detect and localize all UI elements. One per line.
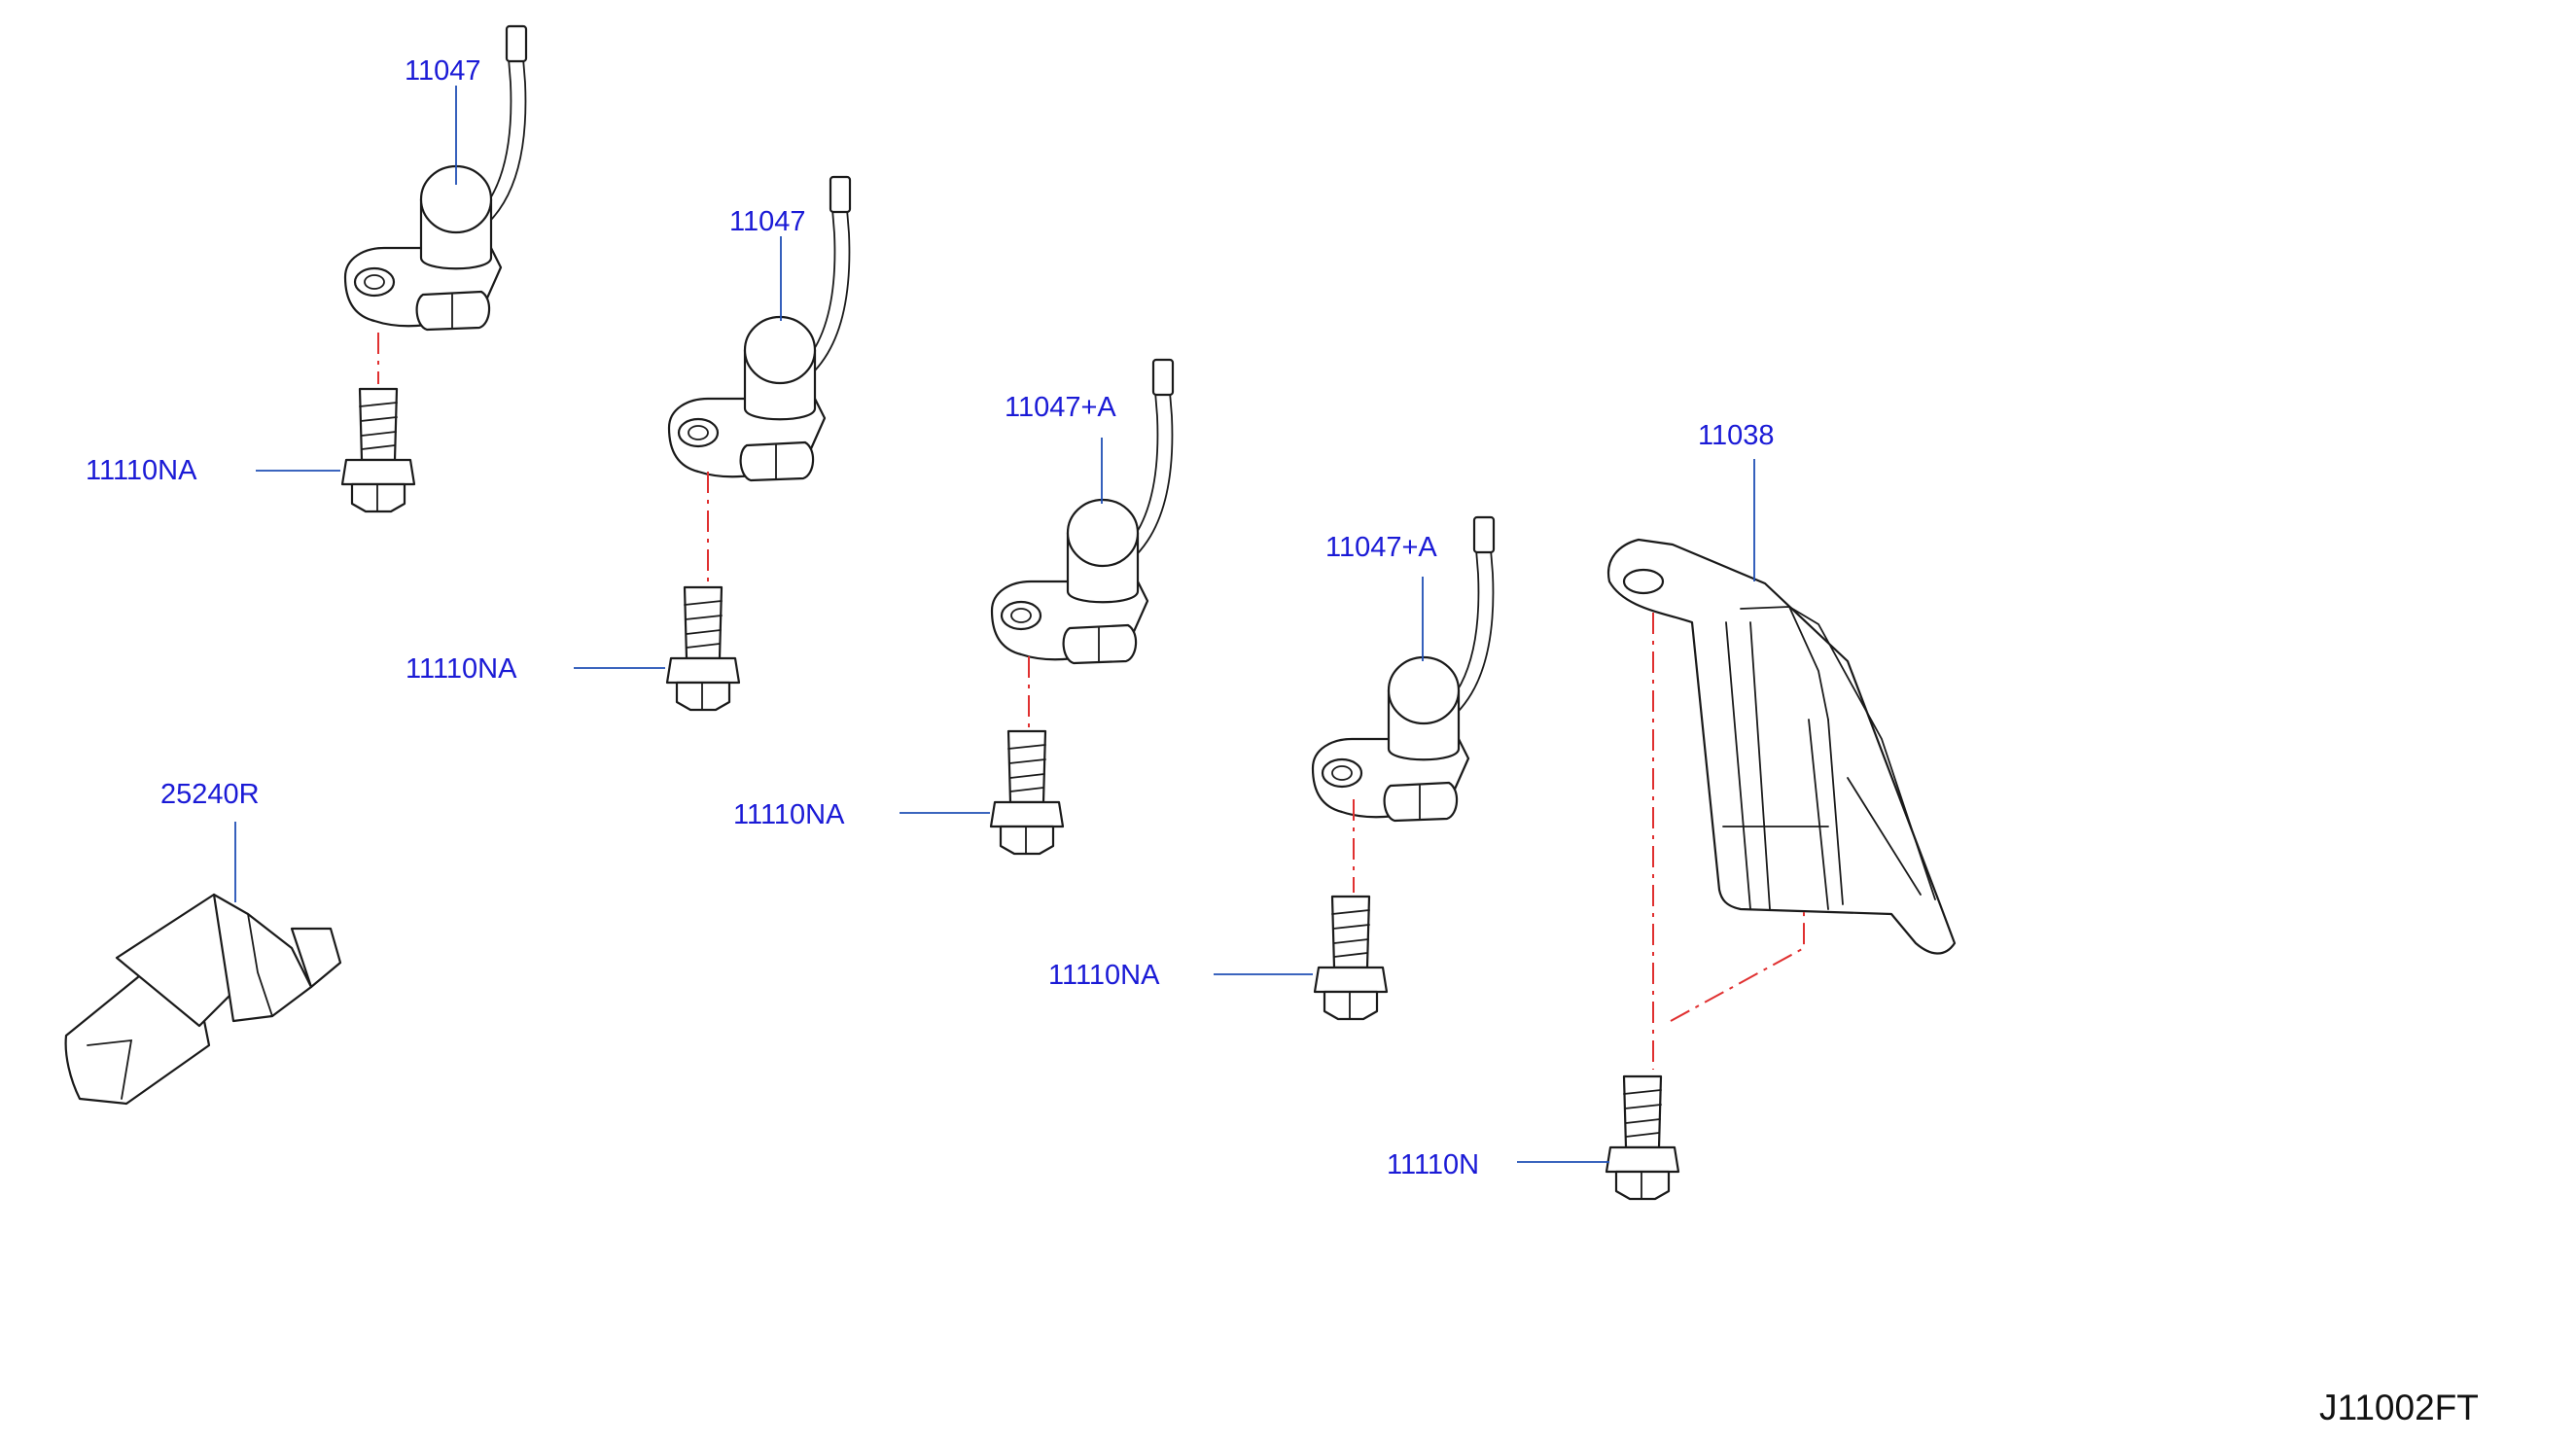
- callout-sensor-4: 11047+A: [1325, 532, 1437, 563]
- callout-bolt-1: 11110NA: [86, 455, 197, 486]
- switch-part: [64, 893, 342, 1106]
- callout-bolt-2: 11110NA: [406, 653, 517, 685]
- bolt-part-4: [1313, 895, 1389, 1021]
- callout-bolt-5: 11110N: [1387, 1149, 1479, 1180]
- leader-lines: [234, 86, 1755, 1163]
- callout-sensor-2: 11047: [729, 206, 806, 237]
- bolt-part-2: [665, 585, 741, 712]
- callout-bolt-3: 11110NA: [733, 799, 845, 830]
- callout-bracket: 11038: [1698, 420, 1775, 451]
- bolt-part-5: [1605, 1074, 1680, 1201]
- bolt-part-3: [989, 729, 1065, 856]
- callout-sensor-3: 11047+A: [1005, 392, 1116, 423]
- callout-sensor-1: 11047: [405, 55, 481, 87]
- bracket-part: [1606, 538, 1957, 955]
- bolt-part-1: [340, 387, 416, 513]
- assembly-center-lines: [377, 333, 1805, 1070]
- diagram-code: J11002FT: [2319, 1388, 2479, 1427]
- callout-switch: 25240R: [160, 779, 260, 810]
- callout-bolt-4: 11110NA: [1048, 960, 1160, 991]
